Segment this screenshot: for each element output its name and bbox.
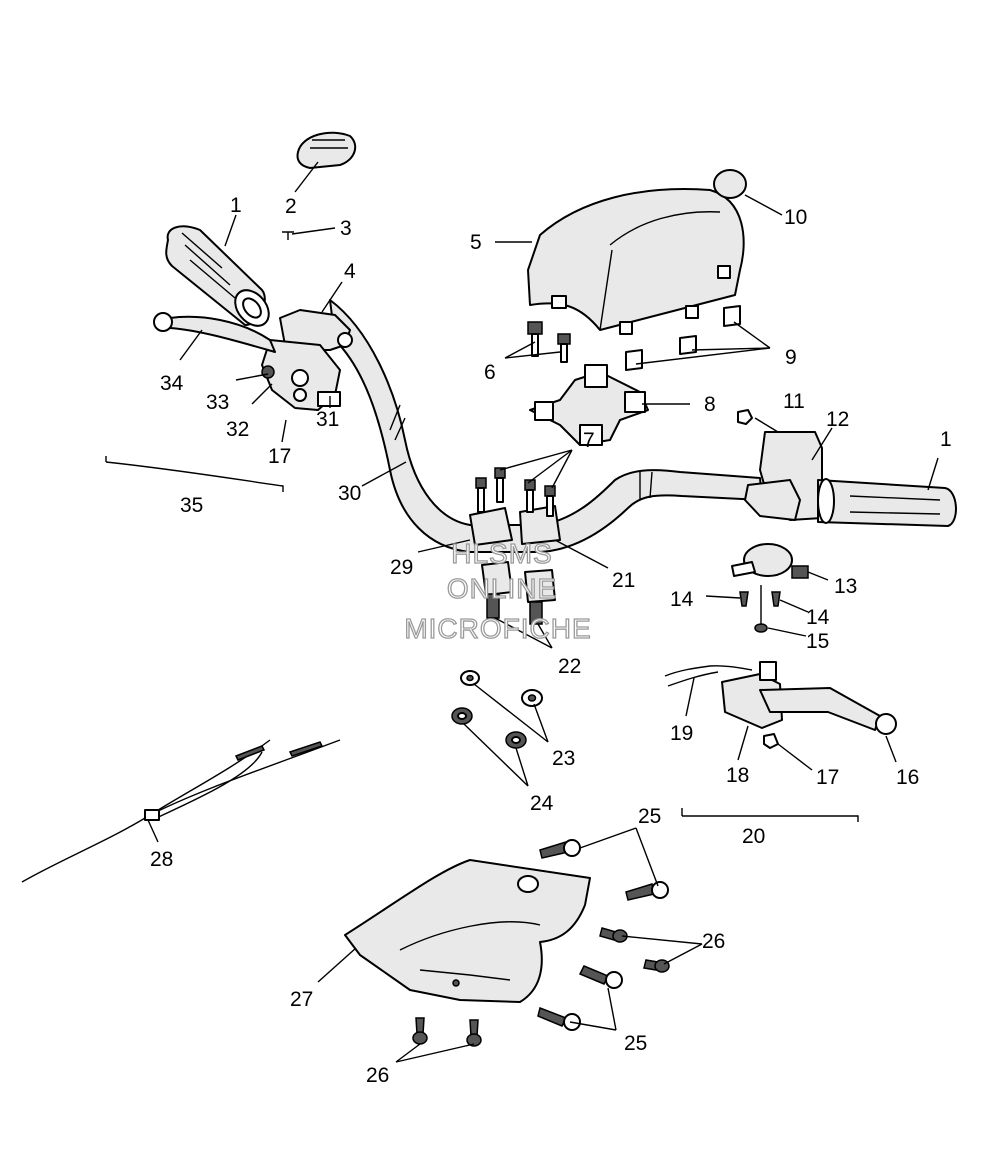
left-master-cylinder (261, 309, 353, 411)
callout-27: 27 (290, 988, 313, 1011)
callout-18: 18 (726, 764, 749, 787)
callout-24: 24 (530, 792, 554, 815)
screws-part-26 (412, 927, 670, 1047)
leader-lines (147, 161, 939, 1063)
callout-1-right: 1 (940, 428, 952, 451)
callout-12: 12 (826, 408, 849, 431)
watermark-line-1: HLSMS (451, 538, 552, 569)
washers-part-23 (460, 670, 543, 707)
callout-14-left: 14 (670, 588, 694, 611)
callout-32: 32 (226, 418, 249, 441)
callout-30: 30 (338, 482, 361, 505)
callout-34: 34 (160, 372, 184, 395)
screws-part-14-15 (739, 585, 781, 633)
pin-part-3 (282, 231, 294, 240)
lower-cover (344, 859, 591, 1003)
handlebar-clamps (469, 467, 561, 625)
right-switch-housing (744, 431, 823, 521)
callout-9: 9 (785, 346, 797, 369)
nut-part-11 (737, 409, 753, 425)
left-grip (165, 225, 270, 327)
callout-31: 31 (316, 408, 339, 431)
callout-21: 21 (612, 569, 635, 592)
callout-26-bottom: 26 (366, 1064, 389, 1087)
callout-28: 28 (150, 848, 173, 871)
callout-29: 29 (390, 556, 413, 579)
callout-16: 16 (896, 766, 919, 789)
callout-1-left: 1 (230, 194, 242, 217)
callout-3: 3 (340, 217, 352, 240)
watermark-line-3: MICROFICHE (404, 613, 591, 644)
callout-11: 11 (783, 390, 805, 413)
left-lever (153, 312, 276, 353)
watermark-line-2: ONLINE (447, 573, 557, 604)
callout-25-top: 25 (638, 805, 661, 828)
group-brackets (105, 456, 859, 822)
handlebar (329, 299, 763, 553)
callout-8: 8 (704, 393, 716, 416)
screws-part-6 (527, 321, 571, 363)
callout-10: 10 (784, 206, 807, 229)
callout-17-right: 17 (816, 766, 839, 789)
bracket-part-8 (529, 364, 649, 446)
screws-part-25 (537, 839, 669, 1031)
cap-part-2 (296, 131, 357, 169)
callout-19: 19 (670, 722, 693, 745)
callout-2: 2 (285, 195, 297, 218)
callout-33: 33 (206, 391, 229, 414)
right-lever-assembly (664, 661, 897, 749)
right-grip (817, 478, 957, 527)
callout-15: 15 (806, 630, 829, 653)
callout-35: 35 (180, 494, 203, 517)
callout-5: 5 (470, 231, 482, 254)
plug-part-10 (713, 169, 747, 199)
pod-cover (527, 188, 745, 335)
callout-26-right: 26 (702, 930, 725, 953)
callout-25-bottom: 25 (624, 1032, 647, 1055)
watermark: HLSMS ONLINE MICROFICHE (404, 537, 592, 644)
callout-4: 4 (344, 260, 356, 283)
callout-20: 20 (742, 825, 765, 848)
switch-part-13 (731, 543, 809, 579)
callout-17-left: 17 (268, 445, 291, 468)
callout-22: 22 (558, 655, 581, 678)
callout-labels: 1 2 3 4 5 6 7 8 9 10 11 12 1 13 14 14 15… (150, 194, 952, 1087)
callout-14-right: 14 (806, 606, 830, 629)
callout-23: 23 (552, 747, 575, 770)
callout-7: 7 (583, 429, 595, 452)
nuts-part-24 (451, 707, 527, 749)
callout-6: 6 (484, 361, 496, 384)
cable-part-28 (21, 739, 341, 883)
callout-13: 13 (834, 575, 857, 598)
